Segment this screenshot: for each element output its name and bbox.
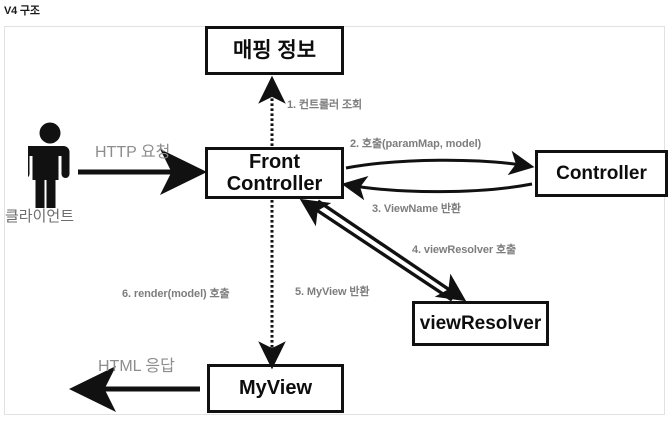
label-step-2: 2. 호출(paramMap, model) — [350, 138, 482, 150]
node-controller-label: Controller — [556, 162, 647, 184]
node-view-resolver[interactable]: viewResolver — [412, 301, 549, 346]
client-label: 클라이언트 — [5, 208, 75, 225]
label-step-3: 3. ViewName 반환 — [372, 203, 461, 215]
label-step-6: 6. render(model) 호출 — [122, 288, 230, 300]
label-http-request: HTTP 요청 — [95, 144, 171, 161]
label-http-response: HTML 응답 — [98, 358, 175, 375]
node-front-controller[interactable]: Front Controller — [205, 147, 344, 199]
node-front-controller-label-line2: Controller — [226, 173, 323, 195]
label-step-5: 5. MyView 반환 — [295, 286, 370, 298]
node-view-resolver-label: viewResolver — [419, 312, 542, 334]
node-front-controller-label: Front Controller — [227, 151, 323, 196]
label-step-1: 1. 컨트롤러 조회 — [287, 99, 363, 111]
client-person-icon — [21, 122, 72, 210]
label-step-4: 4. viewResolver 호출 — [412, 244, 517, 256]
node-myview[interactable]: MyView — [207, 364, 344, 413]
node-mapping-info-label: 매핑 정보 — [232, 38, 317, 62]
node-myview-label: MyView — [239, 377, 312, 400]
node-mapping-info[interactable]: 매핑 정보 — [205, 26, 344, 75]
node-front-controller-label-line1: Front — [248, 150, 301, 173]
node-controller[interactable]: Controller — [535, 150, 668, 197]
page-title: V4 구조 — [4, 5, 40, 17]
